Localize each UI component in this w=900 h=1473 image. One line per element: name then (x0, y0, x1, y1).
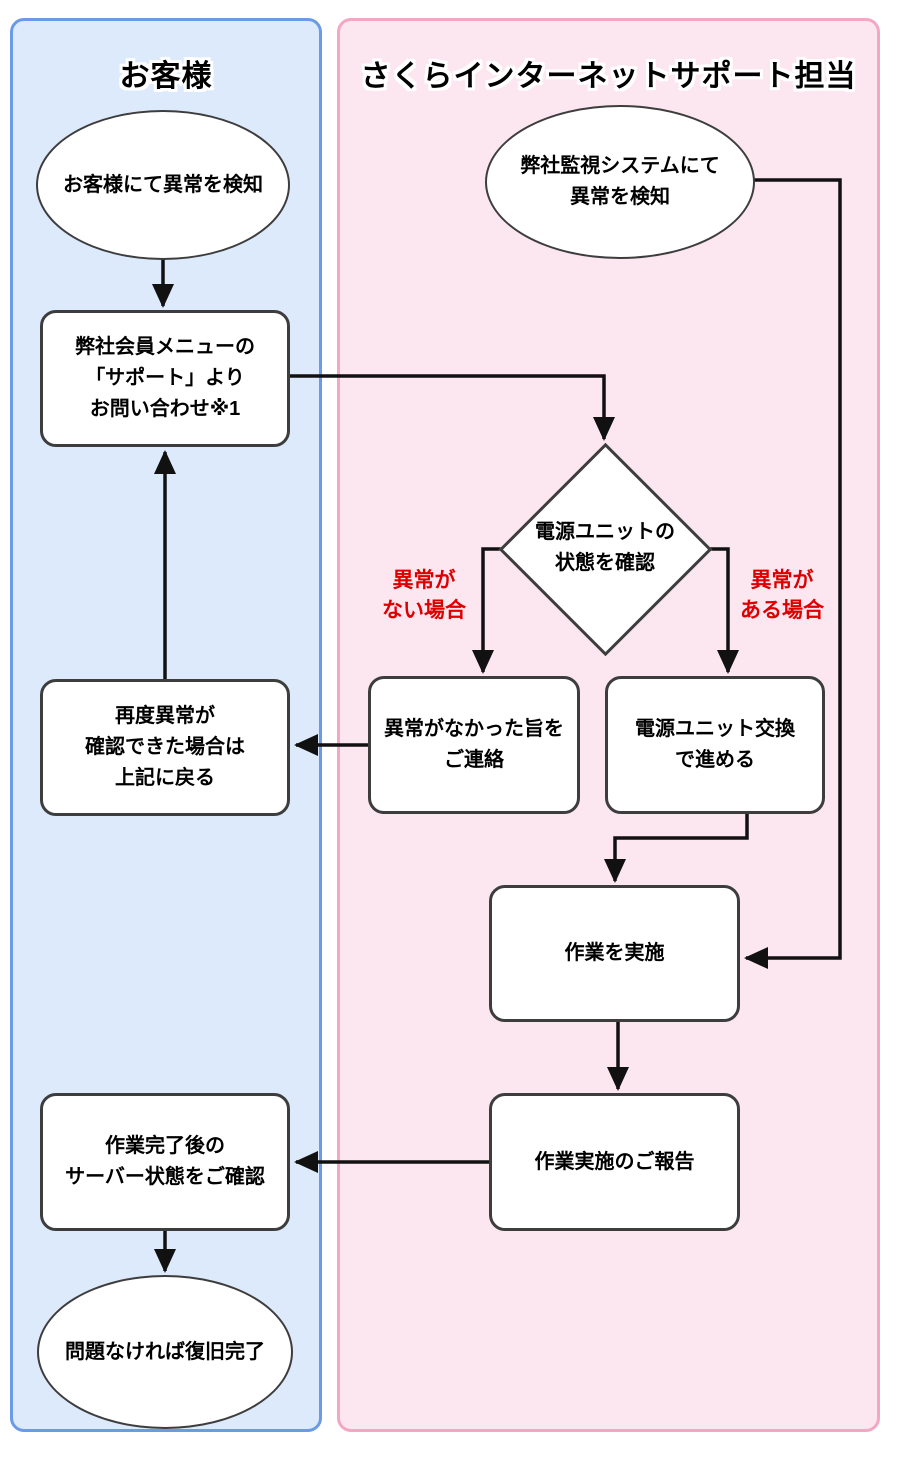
node-text: 作業完了後の (105, 1135, 225, 1157)
edge-monitor-to-work (744, 178, 842, 969)
node-text: 弊社監視システムにて (520, 155, 720, 177)
node-check-psu: 電源ユニットの 状態を確認 (505, 517, 705, 579)
edge-replace-to-work (604, 814, 749, 883)
node-recheck-return: 再度異常が 確認できた場合は 上記に戻る (40, 679, 290, 816)
node-text: 確認できた場合は (85, 736, 245, 758)
node-text: 弊社会員メニューの (75, 336, 255, 358)
node-recovery-done: 問題なければ復旧完了 (37, 1275, 293, 1429)
label-fault-case: 異常が ある場合 (712, 566, 852, 626)
node-text: 「サポート」より (85, 367, 245, 389)
node-work-report: 作業実施のご報告 (489, 1093, 740, 1231)
node-text: 作業実施のご報告 (534, 1150, 695, 1173)
label-text: 異常が (392, 569, 456, 592)
node-confirm-server: 作業完了後の サーバー状態をご確認 (40, 1093, 290, 1231)
node-monitor-detect: 弊社監視システムにて 異常を検知 (485, 105, 755, 259)
label-text: ある場合 (740, 599, 824, 622)
node-text: で進める (675, 749, 755, 771)
node-text: 上記に戻る (115, 767, 215, 789)
node-text: 再度異常が (115, 705, 215, 727)
node-text: 異常を検知 (570, 186, 670, 208)
node-text: 電源ユニットの (535, 521, 675, 543)
node-text: お問い合わせ※1 (89, 398, 241, 420)
node-text: お客様にて異常を検知 (63, 173, 263, 196)
node-text: 異常がなかった旨を (384, 718, 564, 740)
label-text: 異常が (750, 569, 814, 592)
edge-contact-to-check (290, 374, 615, 441)
node-text: 作業を実施 (564, 942, 665, 964)
node-text: 電源ユニット交換 (635, 718, 795, 740)
edge-check-no-fault (472, 547, 503, 674)
node-text: 問題なければ復旧完了 (65, 1340, 265, 1363)
edge-check-fault (709, 547, 739, 674)
node-text: 状態を確認 (555, 552, 655, 574)
node-text: サーバー状態をご確認 (65, 1166, 265, 1188)
node-contact-support: 弊社会員メニューの 「サポート」より お問い合わせ※1 (40, 310, 290, 447)
lane-customer-title: お客様 (119, 60, 213, 93)
node-psu-replace: 電源ユニット交換 で進める (605, 676, 825, 814)
label-no-fault-case: 異常が ない場合 (354, 566, 494, 626)
label-text: ない場合 (382, 599, 466, 622)
lane-support-title: さくらインターネットサポート担当 (360, 60, 857, 93)
node-no-fault-notice: 異常がなかった旨を ご連絡 (368, 676, 580, 814)
node-do-work: 作業を実施 (489, 885, 740, 1022)
node-text: ご連絡 (444, 749, 504, 771)
node-customer-detect: お客様にて異常を検知 (36, 110, 290, 260)
